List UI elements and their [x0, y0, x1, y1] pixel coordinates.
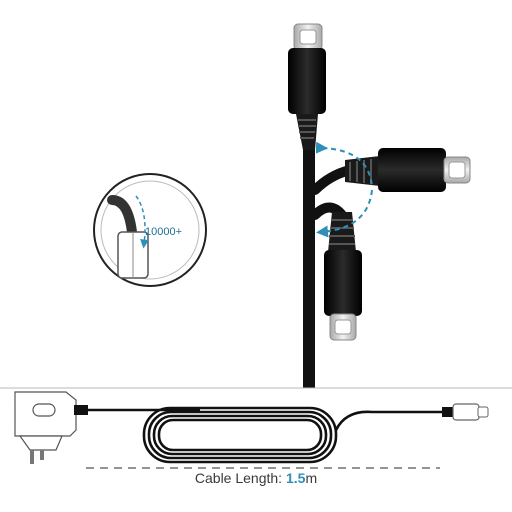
cable-length-caption: Cable Length: 1.5m	[0, 470, 512, 486]
bend-test-badge	[93, 173, 207, 287]
cable-length-unit: m	[305, 470, 318, 486]
cable-length-prefix: Cable Length:	[194, 470, 286, 486]
right-usb-c-connector	[345, 148, 471, 192]
main-cable	[303, 140, 315, 388]
lower-usb-c-connector	[324, 212, 362, 341]
top-usb-c-connector	[288, 23, 326, 150]
bend-arrow-icon	[315, 141, 373, 238]
cable-length-value: 1.5	[285, 470, 306, 486]
bent-cable-upper	[310, 165, 355, 195]
small-usb-c-connector	[442, 403, 489, 421]
coiled-cable-icon	[88, 406, 444, 464]
wall-charger-icon	[14, 391, 88, 464]
bend-count-label: 10000+	[145, 226, 183, 238]
